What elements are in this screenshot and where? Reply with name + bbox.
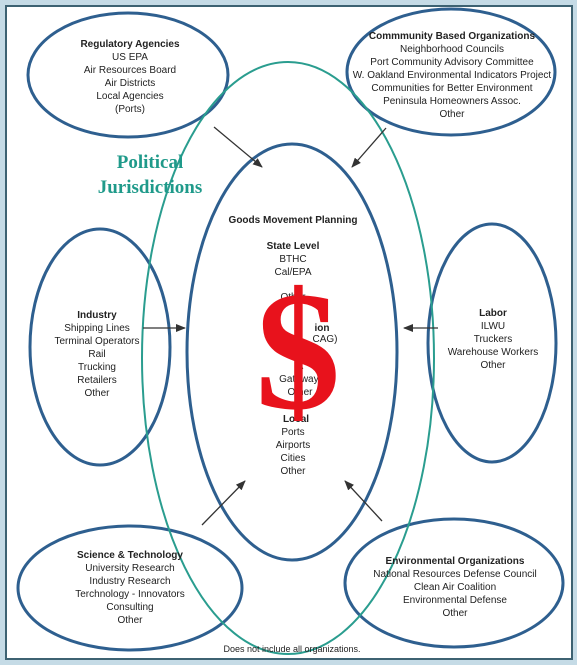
environmental-item: Other [442, 608, 468, 619]
community-item: Neighborhood Councils [400, 44, 504, 55]
labor-item: ILWU [481, 321, 505, 332]
labor-item: Other [480, 360, 506, 371]
science-item: Terchnology - Innovators [75, 589, 185, 600]
political-label-line2: Jurisdictions [98, 177, 203, 198]
local-item: Ports [281, 427, 304, 438]
state-item: Other [280, 292, 306, 303]
industry-title: Industry [77, 310, 117, 321]
local-item: Airports [276, 440, 310, 451]
labor-oval [426, 222, 558, 464]
community-item: Other [439, 109, 465, 120]
regulatory-item: Air Districts [105, 78, 156, 89]
state-item: Cal/EPA [274, 267, 311, 278]
industry-item: Terminal Operators [54, 336, 139, 347]
arrow-community [351, 127, 387, 168]
community-item: W. Oakland Environmental Indicators Proj… [353, 70, 552, 81]
local-item: Cities [280, 453, 305, 464]
science-oval [16, 524, 244, 652]
industry-item: Retailers [77, 375, 116, 386]
environmental-item: Clean Air Coalition [414, 582, 496, 593]
community-item: Peninsula Homeowners Assoc. [383, 96, 521, 107]
labor-item: Warehouse Workers [448, 347, 539, 358]
regulatory-item: Air Resources Board [84, 65, 176, 76]
arrow-science [201, 480, 246, 526]
regulatory-item: Local Agencies [96, 91, 163, 102]
community-item: Port Community Advisory Committee [370, 57, 534, 68]
regulatory-item: US EPA [112, 52, 148, 63]
industry-item: Rail [88, 349, 105, 360]
center-title: Goods Movement Planning [229, 215, 358, 226]
science-item: Other [117, 615, 143, 626]
community-title: Commmunity Based Organizations [369, 31, 536, 42]
community-item: Communities for Better Environment [371, 83, 532, 94]
industry-item: Other [84, 388, 110, 399]
industry-item: Trucking [78, 362, 116, 373]
industry-oval [28, 227, 172, 467]
regional-item-fragment: Gateway Ci [279, 374, 331, 385]
environmental-item: Environmental Defense [403, 595, 507, 606]
regional-item-fragment: CAG) [313, 334, 338, 345]
regional-item-fragment: Other [287, 387, 313, 398]
regulatory-title: Regulatory Agencies [80, 39, 180, 50]
regulatory-item: (Ports) [115, 104, 145, 115]
industry-item: Shipping Lines [64, 323, 130, 334]
labor-item: Truckers [474, 334, 513, 345]
science-item: Consulting [106, 602, 153, 613]
local-heading: Local [283, 414, 309, 425]
science-item: University Research [85, 563, 174, 574]
environmental-oval [343, 517, 565, 649]
planning-oval [185, 142, 399, 562]
regional-heading-fragment: ion [315, 323, 330, 334]
science-item: Industry Research [89, 576, 170, 587]
local-item: Other [280, 466, 306, 477]
arrow-regulatory [213, 126, 263, 168]
state-heading: State Level [267, 241, 320, 252]
footnote: Does not include all organizations. [223, 644, 360, 654]
environmental-item: National Resources Defense Council [373, 569, 536, 580]
state-item: BTHC [279, 254, 306, 265]
regulatory-oval [26, 11, 230, 139]
arrow-environmental [344, 480, 383, 522]
environmental-title: Environmental Organizations [386, 556, 525, 567]
political-label-line1: Political [117, 152, 183, 173]
political-jurisdictions-oval [141, 61, 435, 655]
dollar-sign: $ [256, 257, 341, 445]
diagram-panel [5, 5, 573, 660]
science-title: Science & Technology [77, 550, 183, 561]
regional-item-fragment: A [297, 361, 304, 372]
community-oval [345, 7, 557, 137]
labor-title: Labor [479, 308, 507, 319]
